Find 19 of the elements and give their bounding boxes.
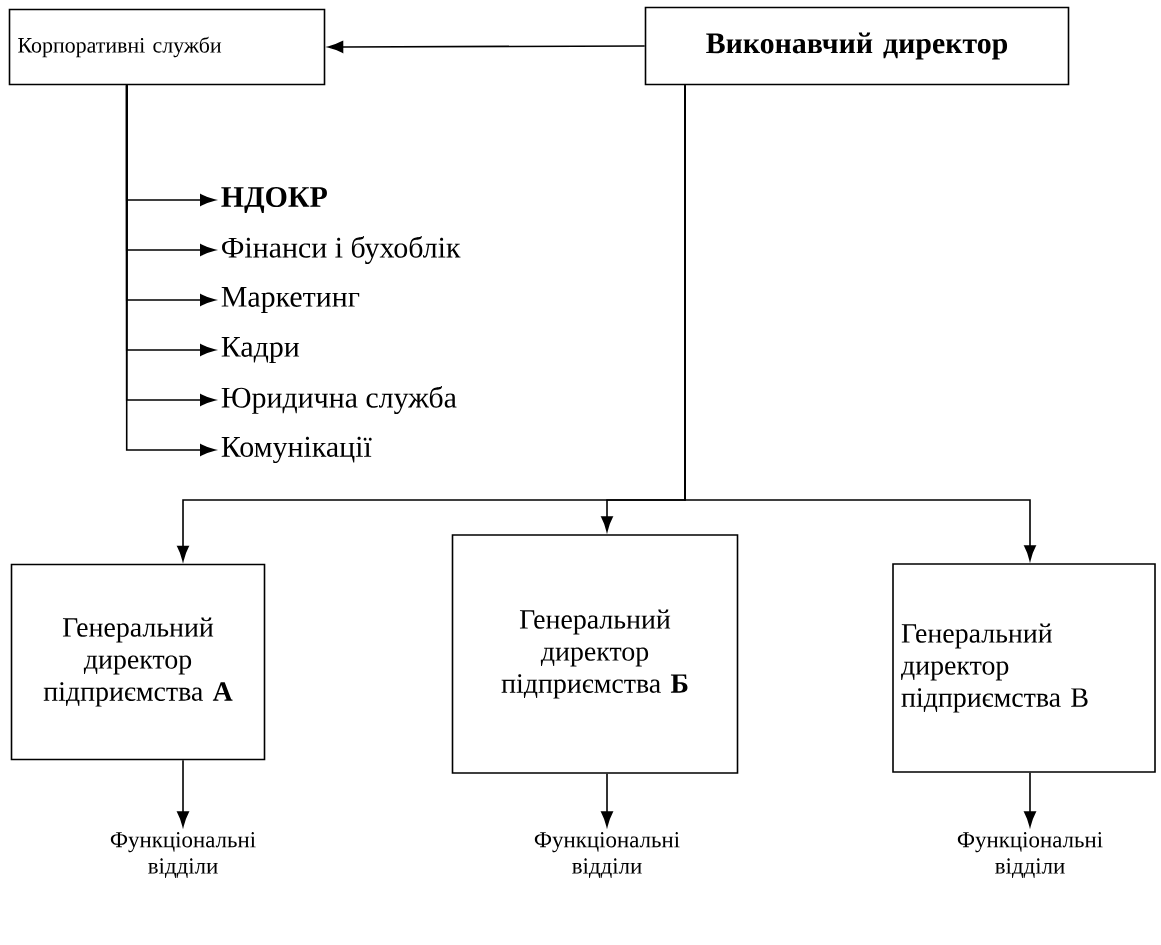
- department-label: Маркетинг: [221, 287, 360, 313]
- manager-box: Генеральний директор підприємства Б: [451, 534, 739, 774]
- arrow: [684, 84, 1036, 561]
- arrow: [177, 759, 189, 827]
- arrow: [601, 773, 613, 827]
- manager-box: Генеральний директор підприємства А: [10, 563, 266, 761]
- department-label: Комунікації: [221, 436, 372, 464]
- department-label: Кадри: [221, 337, 300, 363]
- department-label: НДОКР: [221, 186, 327, 214]
- arrow: [327, 41, 646, 53]
- department-label: Юридична служба: [221, 386, 457, 414]
- unit-label: Функціональні відділи: [534, 832, 680, 878]
- unit-label: Функціональні відділи: [957, 832, 1103, 878]
- manager-box: Генеральний директор підприємства В: [892, 563, 1156, 773]
- corp-box: Корпоративні служби: [8, 8, 326, 86]
- director-box: Виконавчий директор: [644, 6, 1070, 86]
- unit-label: Функціональні відділи: [110, 832, 256, 878]
- arrow: [1024, 772, 1036, 827]
- department-label: Фінанси і бухоблік: [222, 236, 461, 264]
